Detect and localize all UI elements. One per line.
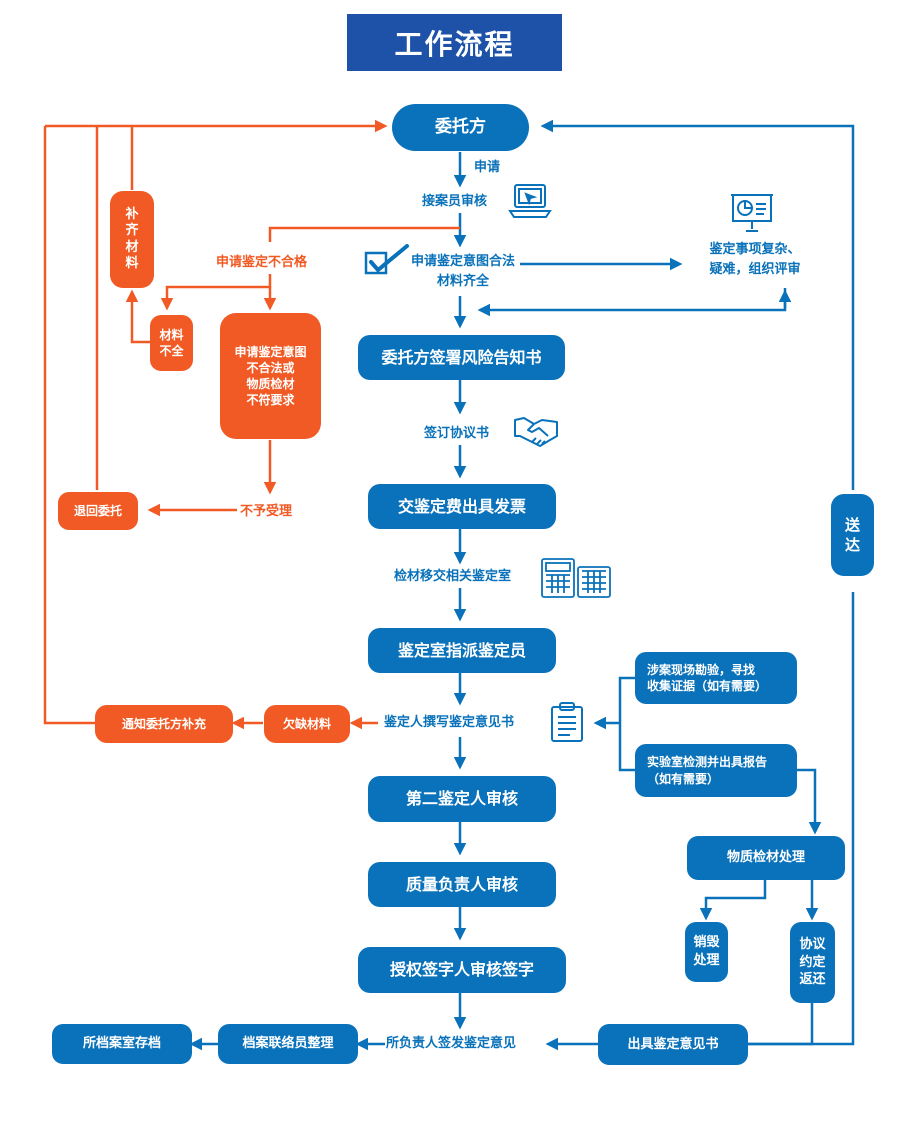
label-complex: 鉴定事项复杂、 疑难，组织评审 xyxy=(709,242,801,277)
label-unqualified: 申请鉴定不合格 xyxy=(216,255,308,270)
label-write-opinion: 鉴定人撰写鉴定意见书 xyxy=(384,715,515,730)
node-quality-review: 质量负责人审核 xyxy=(368,862,556,907)
node-notify-supplement: 通知委托方补充 xyxy=(95,705,233,743)
node-assign-appraiser: 鉴定室指派鉴定员 xyxy=(368,628,556,673)
node-client: 委托方 xyxy=(392,104,529,151)
node-issue-opinion: 出具鉴定意见书 xyxy=(598,1024,748,1065)
node-scene-survey: 涉案现场勘验，寻找 收集证据（如有需要） xyxy=(635,652,797,704)
clipboard-icon xyxy=(551,702,583,742)
calculator-icon xyxy=(541,558,611,598)
node-destroy: 销毁 处理 xyxy=(685,922,728,982)
label-responsible-issue: 所负责人签发鉴定意见 xyxy=(386,1036,517,1051)
laptop-icon xyxy=(508,184,552,218)
node-pay-invoice: 交鉴定费出具发票 xyxy=(368,484,556,529)
node-risk-notice: 委托方签署风险告知书 xyxy=(358,335,565,380)
node-second-review: 第二鉴定人审核 xyxy=(368,776,556,822)
node-return-agreement: 协议 约定 返还 xyxy=(790,922,835,1003)
node-archivist: 档案联络员整理 xyxy=(218,1024,358,1064)
checkmark-icon xyxy=(364,244,409,275)
node-supplement: 补 齐 材 料 xyxy=(110,191,154,288)
node-return-client: 退回委托 xyxy=(58,492,138,530)
node-authorized-sign: 授权签字人审核签字 xyxy=(358,947,566,993)
label-reject: 不予受理 xyxy=(240,504,293,519)
node-incomplete: 材料 不全 xyxy=(150,315,193,371)
node-archive: 所档案室存档 xyxy=(52,1024,192,1064)
label-legal-complete: 申请鉴定意图合法 材料齐全 xyxy=(410,254,515,289)
node-invalid-detail: 申请鉴定意图 不合法或 物质检材 不符要求 xyxy=(220,313,321,439)
node-missing-materials: 欠缺材料 xyxy=(264,705,350,743)
node-deliver: 送 达 xyxy=(831,494,874,576)
handshake-icon xyxy=(514,417,558,447)
node-material-handling: 物质检材处理 xyxy=(687,836,845,880)
presentation-icon xyxy=(731,194,773,232)
page-title: 工作流程 xyxy=(347,14,562,71)
label-transfer: 检材移交相关鉴定室 xyxy=(394,569,512,584)
label-reception-review: 接案员审核 xyxy=(422,194,488,209)
label-apply: 申请 xyxy=(474,160,501,175)
label-sign-agreement: 签订协议书 xyxy=(424,426,490,441)
node-lab-test: 实验室检测并出具报告 （如有需要） xyxy=(635,744,797,797)
